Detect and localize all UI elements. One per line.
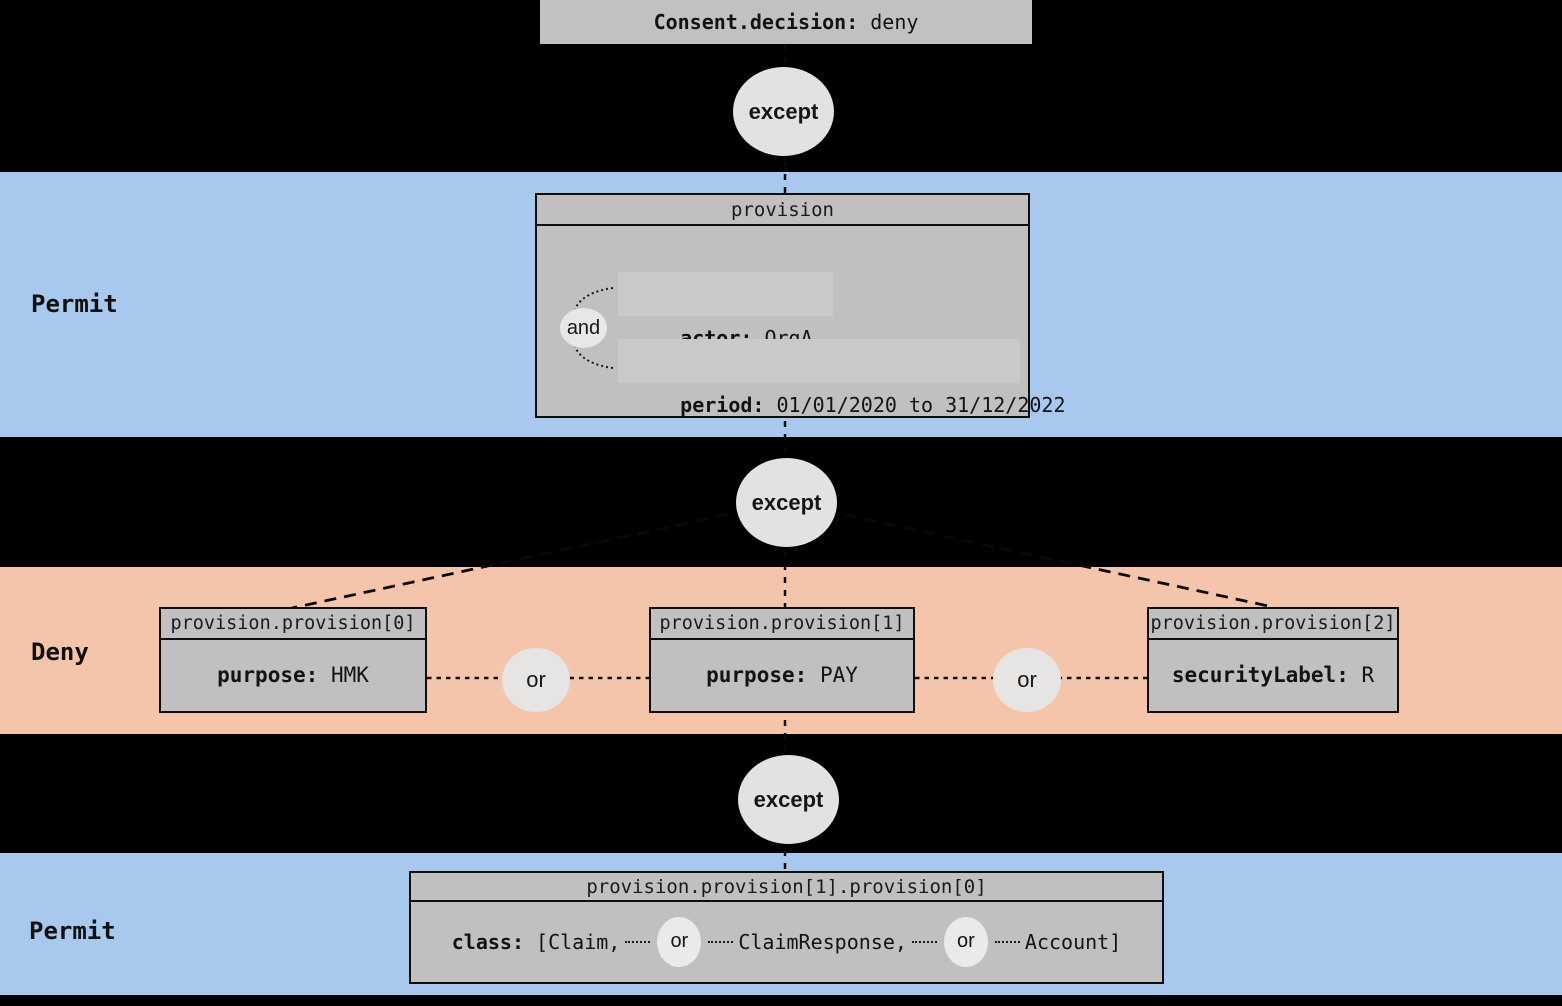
deny-node-1-field: purpose: PAY [651, 640, 913, 710]
or-connector-inline-2: or [943, 916, 988, 967]
provision-node-title: provision [537, 195, 1028, 226]
actor-field: actor: OrgA [618, 272, 833, 350]
deny-node-0-title: provision.provision[0] [161, 609, 425, 640]
diagonal-dashed-connector-right [785, 500, 1274, 609]
except-connector-1: except [733, 67, 834, 156]
class-item-1: ClaimResponse, [738, 929, 907, 954]
dotted-segment [994, 940, 1020, 943]
deny-node-1-title: provision.provision[1] [651, 609, 913, 640]
except-connector-2: except [736, 458, 837, 547]
or-connector-2: or [993, 648, 1061, 712]
consent-decision-node: Consent.decision: deny [540, 0, 1032, 44]
or-connector-inline-1: or [657, 916, 702, 967]
and-connector: and [560, 308, 607, 348]
deny-node-1: provision.provision[1] purpose: PAY [649, 607, 915, 713]
dotted-segment [625, 940, 651, 943]
deny-band-label: Deny [31, 638, 89, 666]
consent-decision-key: Consent.decision: [653, 10, 859, 34]
deny-node-2-value: R [1361, 663, 1375, 687]
deny-node-0: provision.provision[0] purpose: HMK [159, 607, 427, 713]
deny-node-1-value: PAY [819, 663, 858, 687]
permit-band-label-top: Permit [31, 290, 118, 318]
class-item-0: [Claim, [536, 929, 621, 954]
deny-node-2-title: provision.provision[2] [1149, 609, 1397, 640]
dotted-segment [911, 940, 937, 943]
deny-node-0-field: purpose: HMK [161, 640, 425, 710]
except-connector-3: except [738, 755, 839, 844]
class-node-key: class: [451, 929, 524, 954]
period-field-key: period: [680, 393, 765, 417]
deny-node-2: provision.provision[2] securityLabel: R [1147, 607, 1399, 713]
class-node: provision.provision[1].provision[0] clas… [409, 871, 1164, 984]
period-field: period: 01/01/2020 to 31/12/2022 [618, 339, 1066, 417]
period-field-value: 01/01/2020 to 31/12/2022 [776, 393, 1066, 417]
class-item-2: Account] [1024, 929, 1122, 954]
deny-node-0-value: HMK [330, 663, 369, 687]
deny-node-1-key: purpose: [706, 663, 808, 687]
class-node-title: provision.provision[1].provision[0] [411, 873, 1162, 902]
dotted-segment [708, 940, 734, 943]
deny-node-0-key: purpose: [217, 663, 319, 687]
deny-node-2-field: securityLabel: R [1149, 640, 1397, 710]
permit-band-label-bottom: Permit [29, 917, 116, 945]
class-node-field: class: [Claim, or ClaimResponse, or Acco… [411, 902, 1162, 981]
consent-decision-value: deny [870, 10, 919, 34]
or-connector-1: or [502, 648, 570, 712]
diagonal-dashed-connector-left [291, 500, 787, 610]
deny-node-2-key: securityLabel: [1171, 663, 1349, 687]
